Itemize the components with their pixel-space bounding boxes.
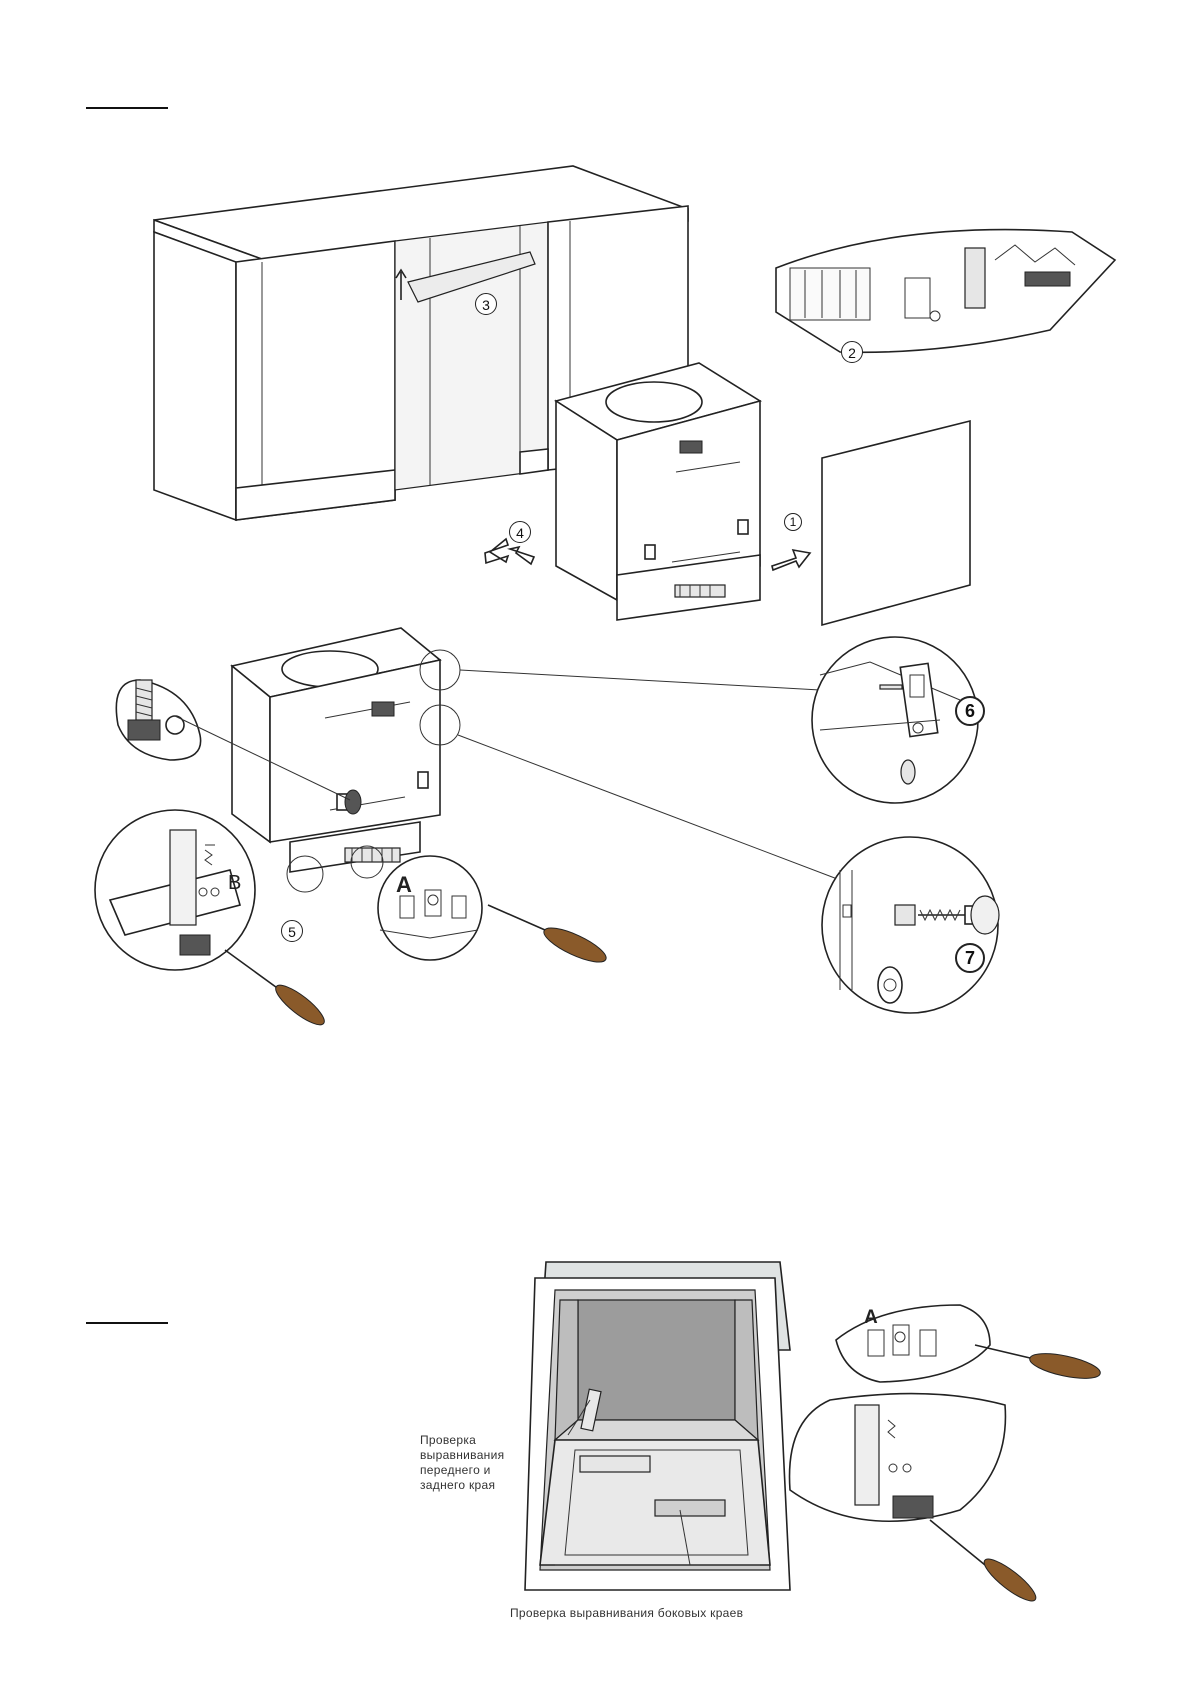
label-a-leveling: A — [864, 1307, 878, 1328]
step-6-marker: 6 — [955, 696, 985, 726]
screwdriver-icon — [224, 904, 607, 1026]
step-3-marker: 3 — [475, 293, 497, 315]
dishwasher-insert — [554, 362, 762, 621]
kitchen-cabinet — [153, 165, 689, 522]
detail-panel-b — [94, 809, 256, 971]
step-1-marker: 1 — [784, 513, 802, 531]
step-2-marker: 2 — [841, 341, 863, 363]
caption-front-back-check: Проверка выравнивания переднего и заднег… — [420, 1433, 505, 1492]
label-b: B — [228, 872, 242, 894]
decor-panel — [821, 419, 971, 627]
detail-panel-a — [377, 855, 483, 961]
step-4-marker: 4 — [509, 521, 531, 543]
adjustment-screw-icon — [115, 679, 351, 801]
leveling-diagram — [524, 1261, 1101, 1602]
section-rule-bottom — [86, 1322, 168, 1324]
detail-panel-7 — [821, 836, 1000, 1014]
dishwasher-detail — [230, 627, 442, 873]
step-5-marker: 5 — [281, 920, 303, 942]
detail-panel-6 — [811, 636, 979, 804]
section-rule-top — [86, 107, 168, 109]
label-a: A — [396, 872, 412, 897]
caption-side-check: Проверка выравнивания боковых краев — [510, 1606, 744, 1620]
hollow-arrow-icon — [484, 537, 812, 572]
step-7-marker: 7 — [955, 943, 985, 973]
detail-panel-2 — [775, 228, 1117, 354]
